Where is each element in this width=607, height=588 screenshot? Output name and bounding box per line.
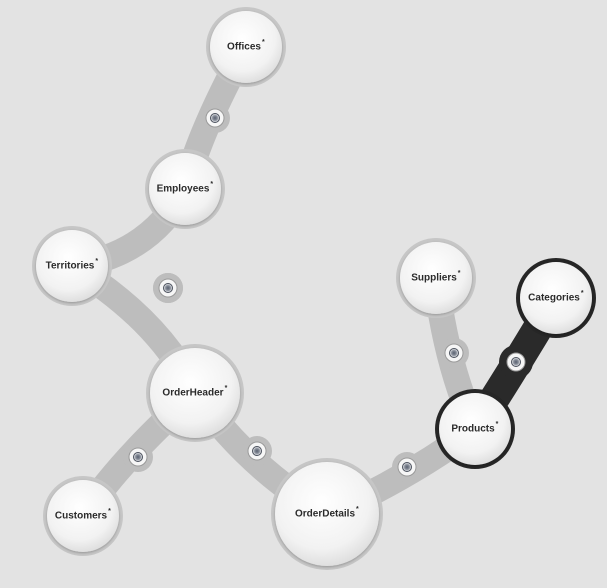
entity-marker-customers: * (108, 508, 111, 515)
entity-bubble-territories (36, 230, 108, 302)
entity-node-customers[interactable]: Customers* (43, 476, 123, 556)
entity-node-employees[interactable]: Employees* (145, 149, 225, 229)
connector-dot-inner (511, 357, 521, 367)
entity-node-offices[interactable]: Offices* (206, 7, 286, 87)
entity-bubble-products (439, 393, 511, 465)
entity-marker-offices: * (262, 39, 265, 46)
entity-node-orderdetails[interactable]: OrderDetails* (271, 458, 383, 570)
entity-label-territories: Territories (46, 261, 95, 272)
entity-node-suppliers[interactable]: Suppliers* (396, 238, 476, 318)
entity-bubble-categories (520, 262, 592, 334)
entity-marker-employees: * (210, 181, 213, 188)
entity-label-products: Products (451, 424, 495, 435)
entity-bubble-employees (149, 153, 221, 225)
connector-dot-products-categories[interactable] (506, 352, 526, 372)
entity-marker-products: * (496, 421, 499, 428)
entity-label-orderheader: OrderHeader (162, 388, 223, 399)
connector-dot-suppliers-products[interactable] (444, 343, 464, 363)
entity-nodes: Offices*Employees*Territories*OrderHeade… (32, 7, 596, 570)
connector-dot-employees-territories[interactable] (158, 278, 178, 298)
connector-dot-orderheader-orderdetails[interactable] (247, 441, 267, 461)
connector-dot-orderdetails-products[interactable] (397, 457, 417, 477)
connector-dot-inner (210, 113, 220, 123)
entity-label-employees: Employees (157, 184, 210, 195)
entity-node-orderheader[interactable]: OrderHeader* (146, 344, 244, 442)
entity-label-orderdetails: OrderDetails (295, 509, 355, 520)
entity-bubble-orderheader (150, 348, 240, 438)
connector-dot-inner (402, 462, 412, 472)
entity-label-categories: Categories (528, 293, 580, 304)
entity-marker-orderheader: * (225, 385, 228, 392)
entity-bubble-customers (47, 480, 119, 552)
entity-node-products[interactable]: Products* (435, 389, 515, 469)
connector-dot-inner (449, 348, 459, 358)
entity-marker-categories: * (581, 290, 584, 297)
entity-node-categories[interactable]: Categories* (516, 258, 596, 338)
relationship-connectors (128, 108, 526, 477)
entity-label-offices: Offices (227, 42, 261, 53)
entity-bubble-orderdetails (275, 462, 379, 566)
entity-bubble-offices (210, 11, 282, 83)
entity-marker-orderdetails: * (356, 506, 359, 513)
entity-label-suppliers: Suppliers (411, 273, 457, 284)
entity-marker-suppliers: * (458, 270, 461, 277)
connector-dot-inner (252, 446, 262, 456)
connector-dot-inner (163, 283, 173, 293)
entity-label-customers: Customers (55, 511, 108, 522)
connector-dot-inner (133, 452, 143, 462)
entity-bubble-suppliers (400, 242, 472, 314)
connector-dot-orderheader-customers[interactable] (128, 447, 148, 467)
entity-node-territories[interactable]: Territories* (32, 226, 112, 306)
entity-marker-territories: * (95, 258, 98, 265)
connector-dot-offices-employees[interactable] (205, 108, 225, 128)
